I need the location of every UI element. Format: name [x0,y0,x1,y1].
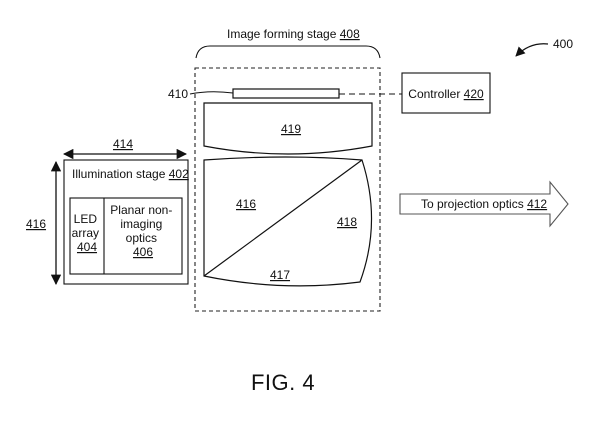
display-panel-leader [189,91,234,95]
planar-optics-label: Planar non- imaging optics 406 [110,203,175,259]
figure-ref-leader-arrow [515,43,549,57]
beam-splitter-ref: 416 [236,197,256,211]
projection-optics-label: To projection optics 412 [421,197,547,211]
controller-label: Controller 420 [408,87,484,101]
display-panel-ref: 410 [168,87,188,101]
beam-splitter-diagonal [203,159,363,277]
figure-caption: FIG. 4 [251,370,315,395]
prism-curved-side-ref: 418 [337,215,357,229]
projection-optics-arrow [399,180,569,228]
illumination-stage-title: Illumination stage 402 [72,167,189,181]
lens-element [203,102,373,155]
illumination-inner-box [69,197,183,275]
display-panel [232,88,340,99]
led-array-label: LED array 404 [72,212,103,254]
image-forming-stage-title: Image forming stage 408 [227,27,360,41]
controller-box [401,72,491,114]
illumination-height-ref: 416 [26,217,46,231]
prism-bottom-ref: 417 [270,268,290,282]
image-forming-stage-bracket [195,45,381,59]
image-forming-stage-box [194,67,381,312]
prism-body [203,156,373,287]
lens-element-ref: 419 [281,122,301,136]
illumination-width-ref: 414 [113,137,133,151]
figure-ref-label: 400 [553,37,573,51]
